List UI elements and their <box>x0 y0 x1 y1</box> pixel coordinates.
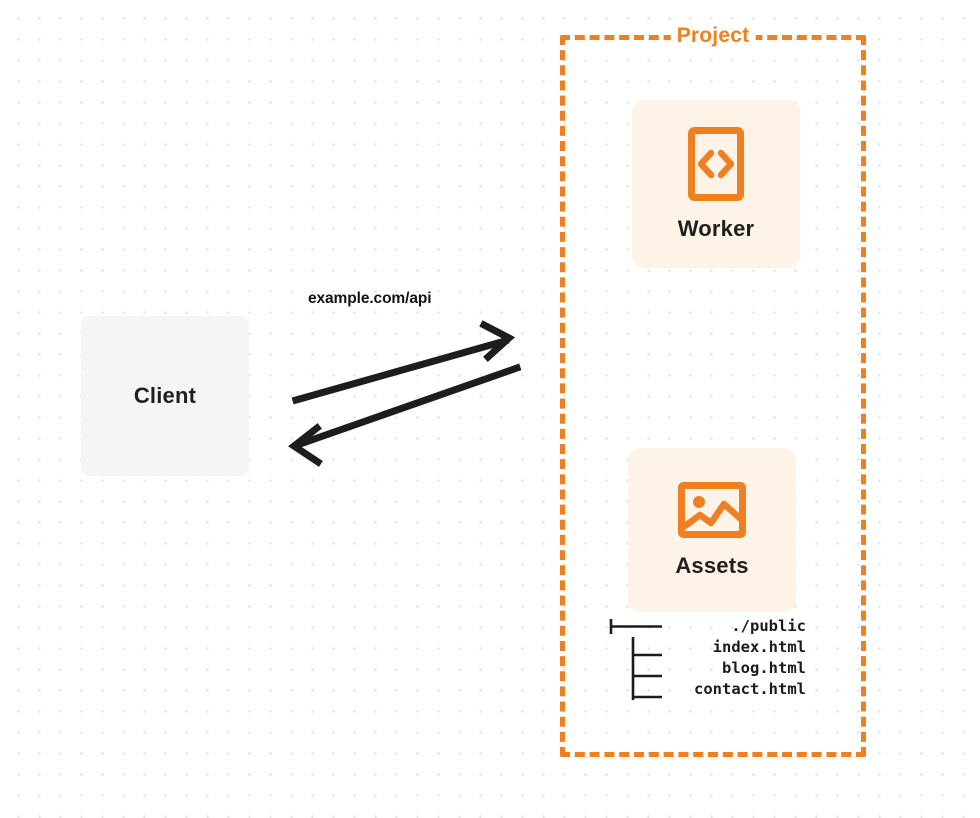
project-title: Project <box>670 24 756 48</box>
asset-file-tree: ./public index.html blog.html contact.ht… <box>600 616 806 700</box>
tree-row: ./public <box>600 616 806 637</box>
assets-label: Assets <box>675 553 749 578</box>
worker-label: Worker <box>677 216 755 241</box>
tree-item-label: blog.html <box>722 659 806 677</box>
client-label: Client <box>133 383 197 408</box>
tree-item-label: index.html <box>712 638 806 656</box>
tree-branch-icon <box>609 619 662 634</box>
tree-branch-icon <box>631 679 662 700</box>
client-node[interactable]: Client <box>81 316 249 476</box>
code-brackets-icon <box>688 127 744 201</box>
worker-node[interactable]: Worker <box>632 100 800 268</box>
tree-row: contact.html <box>600 679 806 700</box>
tree-item-label: ./public <box>731 617 806 635</box>
request-arrow <box>291 320 516 405</box>
assets-node[interactable]: Assets <box>628 448 796 612</box>
response-arrow <box>288 363 522 467</box>
tree-row: index.html <box>600 637 806 658</box>
tree-branch-icon <box>631 637 662 658</box>
connection-label: example.com/api <box>308 290 432 307</box>
tree-item-label: contact.html <box>694 680 806 698</box>
tree-row: blog.html <box>600 658 806 679</box>
project-container: Project <box>560 24 866 757</box>
image-icon <box>678 482 747 538</box>
tree-branch-icon <box>631 658 662 679</box>
